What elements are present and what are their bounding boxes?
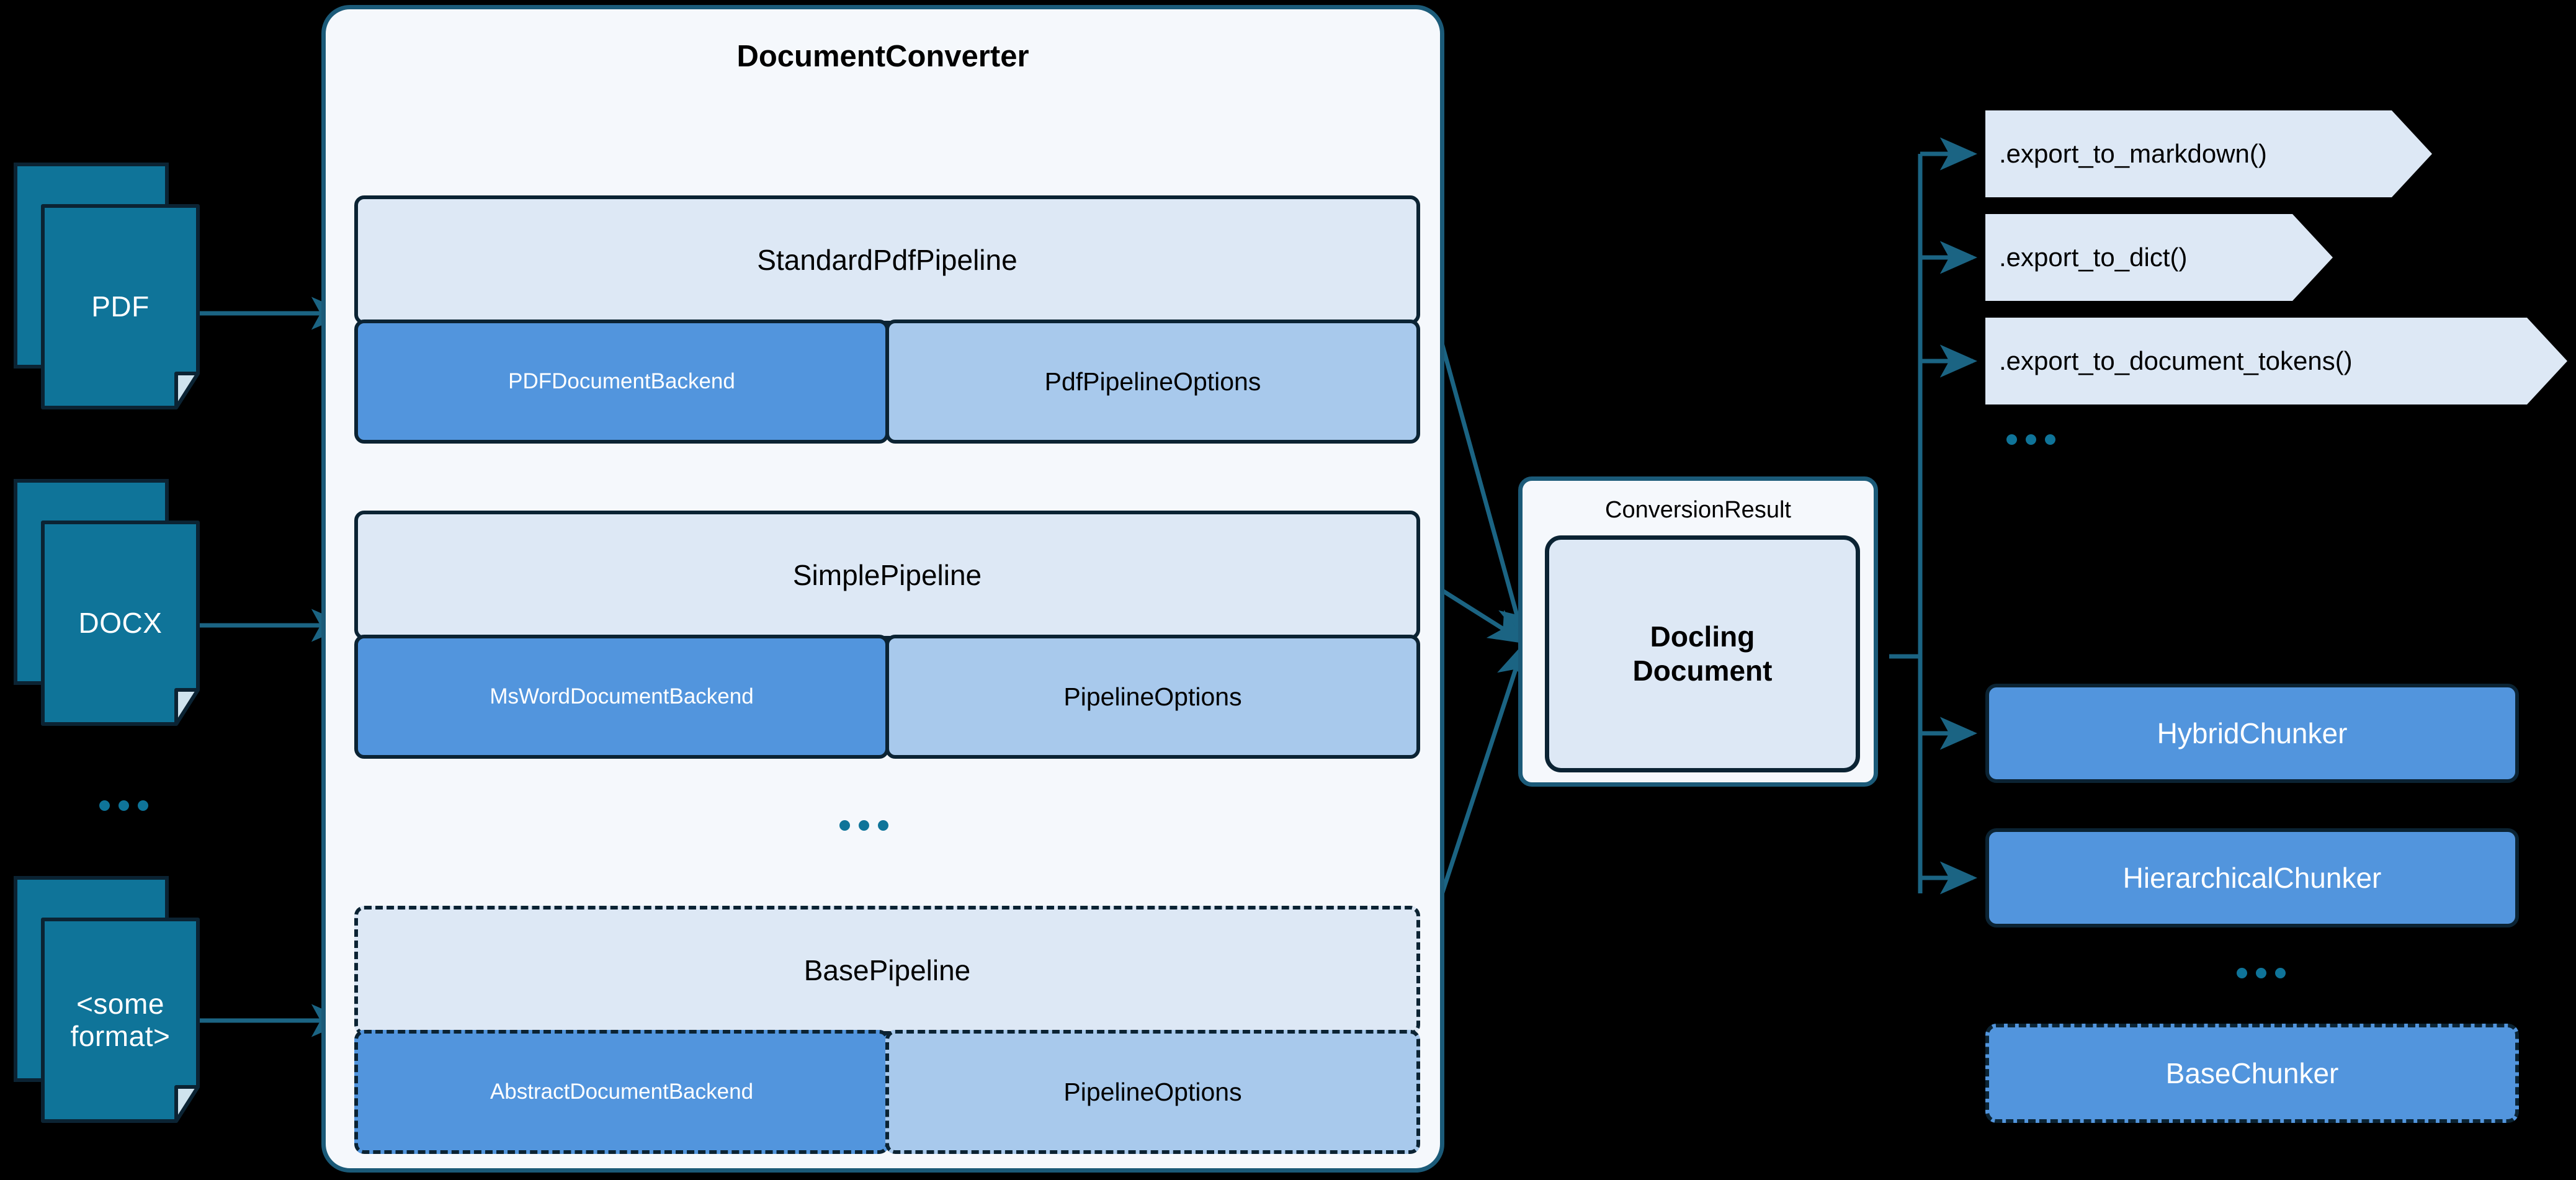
pipeline-group-standard-pdf[interactable]: StandardPdfPipeline PDFDocumentBackend P…: [354, 195, 1420, 444]
document-converter-panel: DocumentConverter StandardPdfPipeline PD…: [321, 5, 1444, 1173]
chunker-hierarchical[interactable]: HierarchicalChunker: [1985, 828, 2519, 927]
exports-ellipsis: [2006, 434, 2055, 445]
export-label: .export_to_dict(): [1999, 243, 2188, 272]
input-document-label: PDF: [91, 290, 150, 323]
conversion-result-panel: ConversionResult Docling Document: [1518, 476, 1878, 787]
input-documents-ellipsis: [99, 800, 148, 811]
docling-document-node[interactable]: Docling Document: [1545, 535, 1860, 772]
docling-document-line1: Docling: [1650, 620, 1755, 653]
chevron-shape-icon: [1985, 318, 2567, 405]
pipeline-name: StandardPdfPipeline: [354, 195, 1420, 324]
export-chevron-dict[interactable]: .export_to_dict(): [1985, 214, 2333, 301]
pipeline-group-base[interactable]: BasePipeline AbstractDocumentBackend Pip…: [354, 906, 1420, 1154]
document-converter-title: DocumentConverter: [736, 40, 1029, 73]
export-chevron-document-tokens[interactable]: .export_to_document_tokens(): [1985, 318, 2567, 405]
chunker-hybrid[interactable]: HybridChunker: [1985, 684, 2519, 783]
pipeline-options[interactable]: PdfPipelineOptions: [885, 320, 1420, 444]
export-label: .export_to_document_tokens(): [1999, 346, 2353, 375]
pipeline-name: BasePipeline: [354, 906, 1420, 1035]
document-front-sheet-icon: [41, 918, 200, 1123]
export-label: .export_to_markdown(): [1999, 139, 2267, 168]
pipeline-name: SimplePipeline: [354, 511, 1420, 640]
chunker-label: HybridChunker: [2157, 717, 2348, 749]
document-front-sheet-icon: [41, 521, 200, 726]
input-document-other-format[interactable]: <some format>: [14, 876, 206, 1129]
pipeline-backend[interactable]: PDFDocumentBackend: [354, 320, 889, 444]
pipeline-group-simple[interactable]: SimplePipeline MsWordDocumentBackend Pip…: [354, 511, 1420, 759]
input-document-docx[interactable]: DOCX: [14, 479, 206, 732]
pipeline-backend[interactable]: MsWordDocumentBackend: [354, 635, 889, 759]
input-document-pdf[interactable]: PDF: [14, 163, 206, 416]
input-document-label-line2: format>: [70, 1019, 171, 1052]
input-document-label: <some format>: [43, 919, 198, 1121]
converter-pipelines-ellipsis: [839, 820, 888, 831]
input-document-label: DOCX: [78, 606, 163, 639]
docling-document-line2: Document: [1632, 655, 1773, 687]
chevron-shape-icon: [1985, 214, 2333, 301]
pipeline-options[interactable]: PipelineOptions: [885, 635, 1420, 759]
chunker-base[interactable]: BaseChunker: [1985, 1024, 2519, 1123]
chunkers-ellipsis: [2237, 968, 2286, 978]
pipeline-backend[interactable]: AbstractDocumentBackend: [354, 1030, 889, 1154]
chunker-label: HierarchicalChunker: [2122, 862, 2382, 894]
document-front-sheet-icon: [41, 204, 200, 409]
chevron-shape-icon: [1985, 110, 2432, 197]
conversion-result-label: ConversionResult: [1605, 497, 1791, 523]
input-document-label-line1: <some: [76, 987, 164, 1020]
pipeline-options[interactable]: PipelineOptions: [885, 1030, 1420, 1154]
chunker-label: BaseChunker: [2165, 1057, 2339, 1089]
export-chevron-markdown[interactable]: .export_to_markdown(): [1985, 110, 2432, 197]
